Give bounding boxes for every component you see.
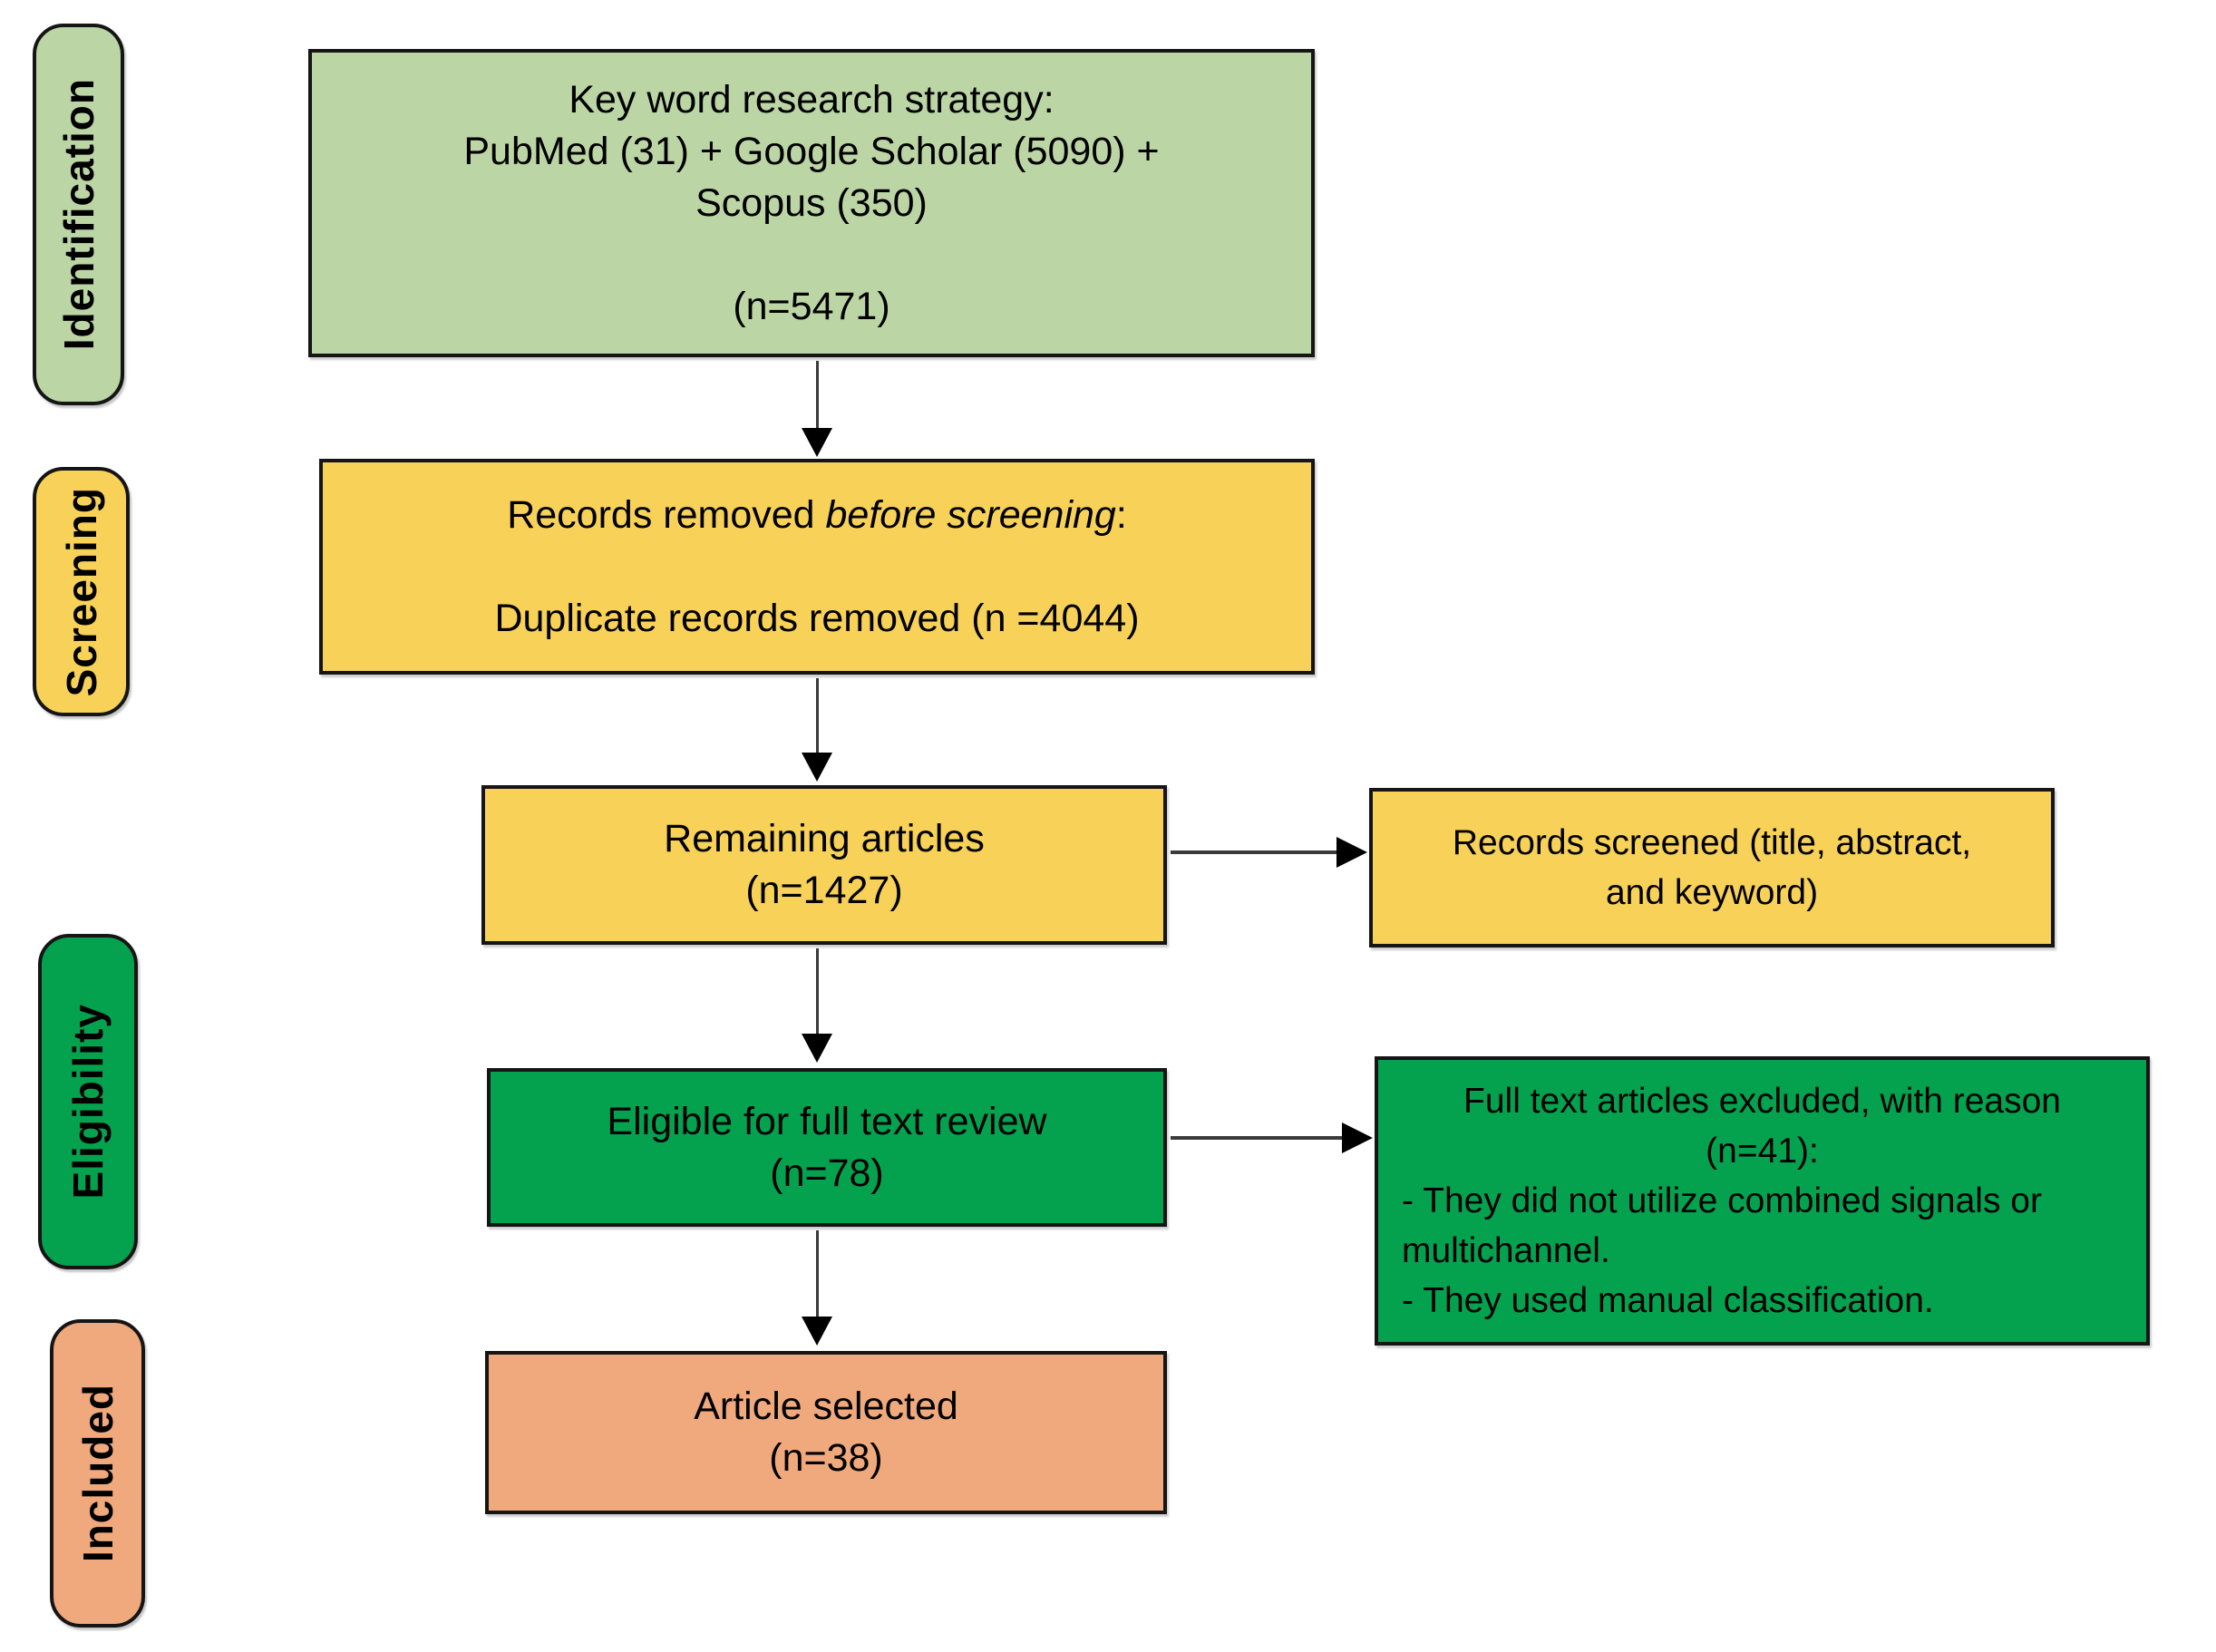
stage-label-screening: Screening <box>33 467 130 716</box>
records-removed-line-1: Records removed before screening: <box>323 490 1311 541</box>
arrowhead-down-icon <box>802 1034 832 1063</box>
article-selected-count: (n=38) <box>769 1436 883 1480</box>
article-selected-line-1: Article selected <box>694 1385 958 1428</box>
stage-label-eligibility: Eligibility <box>38 934 138 1269</box>
box-records-screened: Records screened (title, abstract, and k… <box>1369 788 2055 947</box>
excluded-line-1: Full text articles excluded, with reason <box>1463 1082 2061 1121</box>
keyword-search-line-2: PubMed (31) + Google Scholar (5090) + <box>463 129 1160 173</box>
eligible-count: (n=78) <box>770 1151 884 1195</box>
box-remaining-articles: Remaining articles (n=1427) <box>481 785 1167 945</box>
eligible-line-1: Eligible for full text review <box>607 1099 1047 1143</box>
arrow-stem <box>816 678 819 754</box>
excluded-reason-2: - They used manual classification. <box>1402 1281 1934 1320</box>
stage-label-identification-text: Identification <box>54 78 102 351</box>
blank-line <box>323 541 1311 593</box>
arrowhead-right-icon <box>1342 1122 1373 1153</box>
stage-label-included-text: Included <box>73 1384 121 1563</box>
keyword-search-line-3: Scopus (350) <box>695 180 928 225</box>
stage-label-eligibility-text: Eligibility <box>64 1004 112 1200</box>
records-screened-line-1: Records screened (title, abstract, <box>1452 823 1972 862</box>
arrowhead-right-icon <box>1336 837 1367 868</box>
remaining-articles-count: (n=1427) <box>745 869 903 912</box>
arrowhead-down-icon <box>802 428 832 457</box>
excluded-reason-1: - They did not utilize combined signals … <box>1402 1181 2042 1220</box>
records-removed-line-2: Duplicate records removed (n =4044) <box>494 596 1140 640</box>
box-keyword-search-strategy: Key word research strategy: PubMed (31) … <box>308 49 1315 357</box>
blank-line <box>312 229 1311 281</box>
box-eligible-full-text: Eligible for full text review (n=78) <box>487 1068 1167 1227</box>
box-full-text-excluded: Full text articles excluded, with reason… <box>1375 1056 2150 1346</box>
records-screened-line-2: and keyword) <box>1605 873 1819 912</box>
arrow-stem <box>816 361 819 430</box>
arrow-stem <box>816 1230 819 1317</box>
excluded-reason-1-cont: multichannel. <box>1402 1231 1610 1270</box>
arrow-stem <box>1171 1136 1342 1140</box>
arrow-stem <box>816 948 819 1035</box>
excluded-count: (n=41): <box>1706 1132 1819 1171</box>
box-article-selected: Article selected (n=38) <box>485 1351 1167 1514</box>
records-removed-prefix: Records removed <box>507 492 826 537</box>
arrow-stem <box>1171 850 1336 854</box>
box-records-removed: Records removed before screening: Duplic… <box>319 459 1315 675</box>
keyword-search-count: (n=5471) <box>733 284 890 328</box>
stage-label-screening-text: Screening <box>57 486 105 697</box>
arrowhead-down-icon <box>802 1317 832 1346</box>
records-removed-italic: before screening <box>825 492 1116 537</box>
arrowhead-down-icon <box>802 753 832 782</box>
stage-label-identification: Identification <box>33 24 124 405</box>
remaining-articles-line-1: Remaining articles <box>664 817 985 860</box>
stage-label-included: Included <box>50 1319 145 1628</box>
records-removed-suffix: : <box>1115 492 1127 537</box>
keyword-search-line-1: Key word research strategy: <box>569 77 1055 121</box>
